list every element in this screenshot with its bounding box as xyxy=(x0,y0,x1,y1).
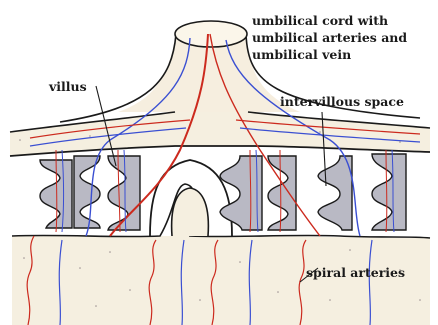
cord-label-line2: umbilical arteries and xyxy=(252,29,407,46)
villus-tree-right xyxy=(220,154,406,230)
spiral-arteries-label: spiral arteries xyxy=(306,264,405,281)
cord-label-line3: umbilical vein xyxy=(252,46,407,63)
umbilical-cord-label: umbilical cord with umbilical arteries a… xyxy=(252,12,407,63)
villus-label: villus xyxy=(49,78,87,95)
intervillous-space-label: intervillous space xyxy=(280,93,404,110)
cord-label-line1: umbilical cord with xyxy=(252,12,407,29)
